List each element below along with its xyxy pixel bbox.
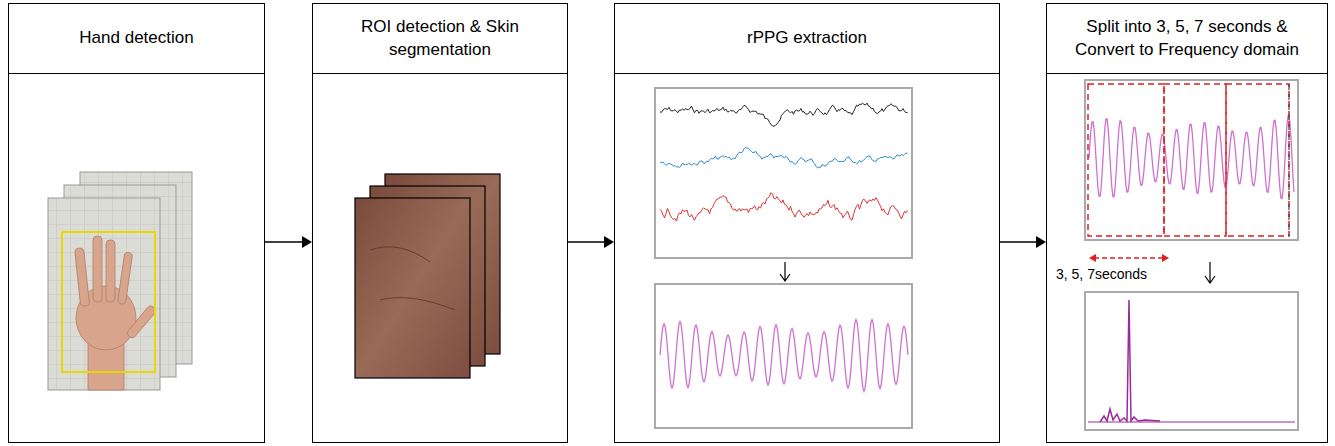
signal-trace: [660, 147, 908, 168]
skin-patches: [355, 174, 500, 378]
duration-label: 3, 5, 7seconds: [1054, 266, 1149, 282]
panel-title: Split into 3, 5, 7 seconds & Convert to …: [1057, 16, 1317, 60]
flow-arrow: [1000, 236, 1046, 248]
stage-panel: rPPG extraction: [614, 3, 1000, 443]
hand-frames: [48, 172, 192, 390]
panel-header: Hand detection: [9, 4, 264, 74]
plot-frame: [655, 284, 912, 428]
signal-trace: [660, 320, 908, 392]
panel-header: rPPG extraction: [615, 4, 999, 74]
window-split: [1288, 84, 1289, 236]
stage-panel: Hand detection: [8, 3, 265, 443]
flow-arrow: [265, 236, 312, 248]
signal-trace: [660, 193, 908, 221]
stage-panel: ROI detection & Skin segmentation: [312, 3, 568, 443]
plot-frame: [1085, 292, 1298, 430]
down-arrow: [780, 262, 790, 281]
flow-arrow: [568, 236, 614, 248]
window-splits: [1088, 84, 1289, 236]
signal-trace: [1089, 116, 1294, 199]
signal-trace: [660, 103, 908, 126]
panel-title: ROI detection & Skin segmentation: [323, 16, 557, 60]
panel-title: rPPG extraction: [747, 27, 867, 49]
panel-title: Hand detection: [79, 27, 193, 49]
panel-header: Split into 3, 5, 7 seconds & Convert to …: [1047, 4, 1327, 74]
plot-frame: [1085, 80, 1298, 240]
spectrum: [1088, 300, 1295, 422]
duration-arrow: [1089, 254, 1169, 262]
panel-header: ROI detection & Skin segmentation: [313, 4, 567, 74]
down-arrow: [1205, 262, 1215, 283]
stage-panel: Split into 3, 5, 7 seconds & Convert to …: [1046, 3, 1328, 443]
plot-frame: [655, 88, 912, 258]
